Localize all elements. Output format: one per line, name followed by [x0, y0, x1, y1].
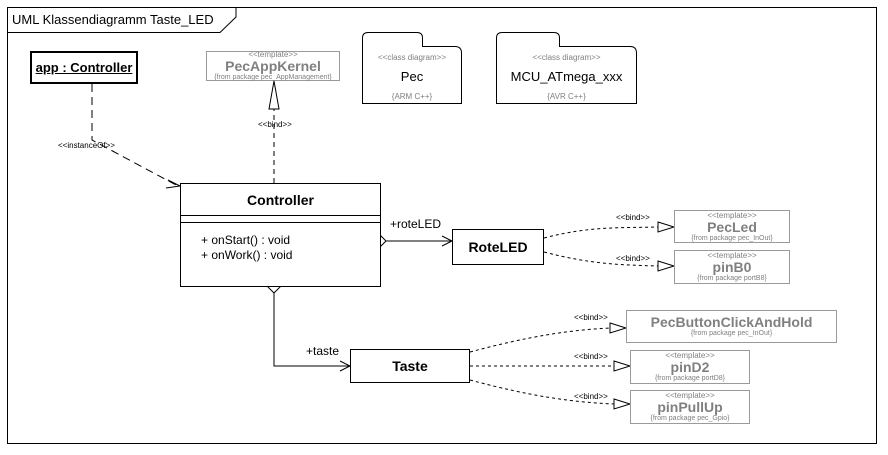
- template-package: {from package portD8}: [654, 375, 726, 382]
- operation-onwork: + onWork() : void: [201, 248, 293, 262]
- object-name: app : Controller: [35, 60, 133, 75]
- operation-onstart: + onStart() : void: [201, 233, 291, 247]
- bind-label-pecbutton: <<bind>>: [574, 313, 608, 322]
- bind-line-pecled: [543, 226, 659, 239]
- template-pecbuttonclickandhold[interactable]: PecButtonClickAndHold {from package pec_…: [626, 310, 837, 343]
- template-pind2[interactable]: <<template>> pinD2 {from package portD8}: [630, 350, 750, 384]
- class-name: Controller: [247, 191, 314, 208]
- template-name: pinPullUp: [657, 399, 723, 415]
- bind-arrowhead-pecappkernel: [268, 80, 280, 110]
- package-note: {AVR C++}: [547, 92, 586, 101]
- template-package: {from package pec_InOut}: [691, 234, 773, 242]
- bind-arrowhead-pinpullup: [613, 398, 632, 410]
- bind-label-pinb0: <<bind>>: [616, 254, 650, 263]
- package-mcu-atmega[interactable]: <<class diagram>> MCU_ATmega_xxx {AVR C+…: [496, 50, 637, 104]
- template-pecappkernel[interactable]: <<template>> PecAppKernel {from package …: [206, 50, 340, 81]
- template-pinpullup[interactable]: <<template>> pinPullUp {from package pec…: [630, 390, 750, 424]
- instanceof-dependency-line: [91, 84, 179, 187]
- object-app-controller[interactable]: app : Controller: [30, 51, 138, 84]
- bind-line-pinb0: [543, 251, 659, 267]
- template-name: pinD2: [670, 359, 710, 375]
- bind-line-pinpullup: [469, 379, 615, 405]
- template-pinb0[interactable]: <<template>> pinB0 {from package portB8}: [674, 250, 790, 284]
- instanceof-arrowhead: [165, 179, 182, 189]
- package-stereotype: <<class diagram>>: [532, 53, 601, 62]
- template-pecled[interactable]: <<template>> PecLed {from package pec_In…: [674, 210, 790, 243]
- class-controller[interactable]: Controller + onStart() : void + onWork()…: [180, 183, 381, 287]
- bind-label-pinpullup: <<bind>>: [574, 392, 608, 401]
- taste-association-line: [273, 293, 350, 367]
- template-package: {from package pec_InOut}: [690, 330, 773, 337]
- template-stereotype: <<template>>: [707, 210, 757, 220]
- class-name-compartment: Controller: [181, 184, 380, 216]
- template-package: {from package pec_Gpio}: [650, 415, 730, 422]
- package-note: {ARM C++}: [391, 92, 433, 101]
- bind-label-pecappkernel: <<bind>>: [258, 120, 292, 129]
- class-roteled[interactable]: RoteLED: [452, 229, 544, 265]
- package-name: MCU_ATmega_xxx: [510, 69, 623, 84]
- template-stereotype: <<template>>: [248, 50, 298, 59]
- template-package: {from package pec_AppManagement}: [214, 74, 332, 81]
- package-stereotype: <<class diagram>>: [377, 53, 447, 62]
- class-name: Taste: [392, 358, 428, 374]
- class-taste[interactable]: Taste: [350, 349, 470, 383]
- bind-arrowhead-pecbutton: [609, 322, 628, 334]
- class-attributes-compartment: [181, 216, 380, 223]
- bind-label-pind2: <<bind>>: [574, 352, 608, 361]
- package-mcu-shape: [496, 32, 637, 104]
- template-package: {from package portB8}: [697, 275, 767, 282]
- package-pec-shape: [362, 32, 462, 104]
- template-name: PecButtonClickAndHold: [650, 314, 813, 330]
- template-name: pinB0: [712, 259, 752, 275]
- instanceof-label: <<instanceOf>>: [58, 141, 115, 150]
- diagram-frame: [7, 7, 877, 444]
- class-operations-compartment: + onStart() : void + onWork() : void: [181, 223, 380, 263]
- template-name: PecLed: [707, 218, 757, 235]
- bind-arrowhead-pinb0: [657, 260, 676, 272]
- bind-label-pecled: <<bind>>: [616, 213, 650, 222]
- frame-title-tab: [7, 7, 237, 33]
- template-stereotype: <<template>>: [665, 391, 715, 400]
- class-name: RoteLED: [468, 239, 528, 255]
- template-stereotype: <<template>>: [665, 351, 715, 360]
- bind-arrowhead-pind2: [613, 360, 632, 372]
- bind-arrowhead-pecled: [657, 221, 676, 233]
- template-stereotype: <<template>>: [707, 251, 757, 260]
- frame-title: UML Klassendiagramm Taste_LED: [12, 12, 214, 27]
- package-pec[interactable]: <<class diagram>> Pec {ARM C++}: [362, 50, 462, 104]
- package-name: Pec: [400, 69, 424, 84]
- bind-line-pecbutton: [469, 327, 611, 353]
- template-name: PecAppKernel: [225, 58, 321, 74]
- role-label-taste: +taste: [306, 344, 340, 358]
- role-label-roteled: +roteLED: [390, 217, 442, 231]
